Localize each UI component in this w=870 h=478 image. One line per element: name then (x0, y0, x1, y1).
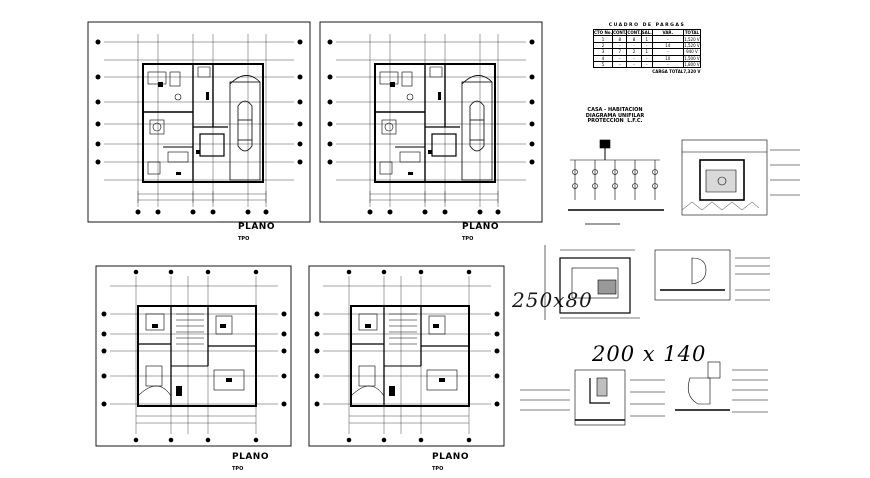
plan-title-4: PLANO (432, 452, 469, 462)
table-cell: 1,800 V (682, 60, 702, 69)
cistern-detail (544, 245, 640, 320)
table-cell: 1,520 V (682, 35, 702, 43)
diagram-title: CASA - HABITACION DIAGRAMA UNIFILAR PROT… (585, 107, 645, 124)
table-header: TOTAL (682, 28, 702, 37)
toilet-detail-1 (654, 249, 770, 301)
plan-subtitle-3: TPO (232, 466, 244, 472)
table-total-row: CARGA TOTAL 7,320 V (594, 68, 701, 74)
plan-subtitle-4: TPO (432, 466, 444, 472)
table-header: CTO No. (592, 28, 614, 37)
table-header: SAL. (640, 28, 653, 37)
load-table: CUADRO DE PARGAS CTO No. CONT. CONT. SAL… (592, 22, 702, 74)
plan-title-2: PLANO (462, 222, 499, 232)
plan-subtitle-2: TPO (462, 236, 474, 242)
floor-plan-4 (308, 265, 505, 447)
table-cell: - (640, 60, 653, 69)
table-cell: 1,520 V (682, 41, 702, 50)
floor-plan-3 (95, 265, 292, 447)
table-row: 5----1,800 V (592, 60, 702, 69)
table-cell: 1,500 V (682, 54, 702, 62)
table-total-value: 7,320 V (683, 68, 701, 74)
load-table-title: CUADRO DE PARGAS (608, 23, 686, 28)
plan-subtitle-1: TPO (238, 236, 250, 242)
plan-title-3: PLANO (232, 452, 269, 462)
table-header: CONT. (626, 28, 642, 37)
toilet-detail-2 (520, 369, 665, 426)
dimension-label: 200 x 140 (592, 342, 707, 366)
single-line-diagram (568, 139, 664, 225)
table-cell: - (626, 60, 642, 69)
floor-plan-1 (87, 21, 311, 223)
floor-plan-2 (319, 21, 543, 223)
section-detail-top (681, 139, 800, 216)
dimension-overlay-label: 250x80 (512, 288, 593, 312)
toilet-detail-3 (675, 361, 768, 413)
table-total-label: CARGA TOTAL (652, 68, 684, 74)
plan-title-1: PLANO (238, 222, 275, 232)
table-header: CONT. (612, 28, 628, 37)
